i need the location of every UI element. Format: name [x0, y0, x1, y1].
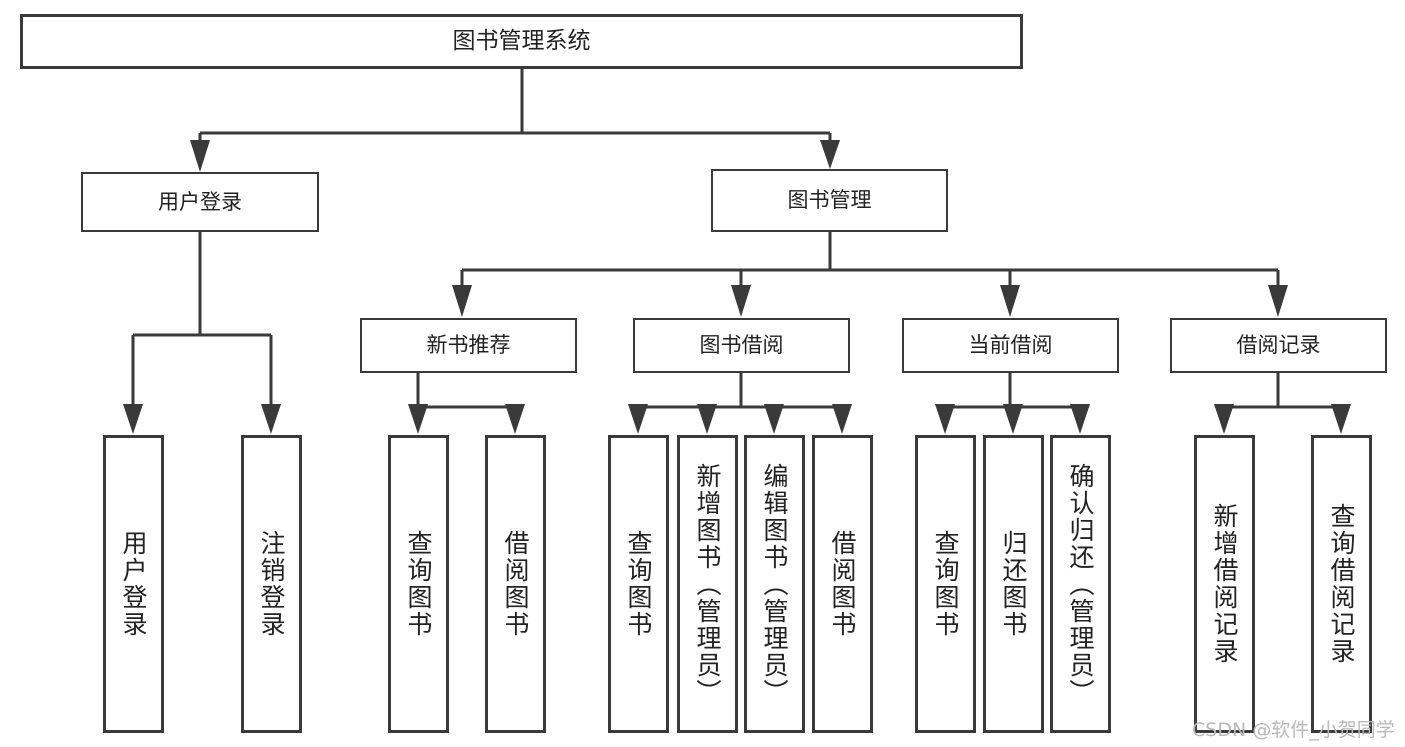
leaf-borrow-record-query[interactable]: 查询借阅记录 [1311, 435, 1372, 733]
leaf-new-book-borrow[interactable]: 借阅图书 [485, 435, 546, 733]
node-user-login-label: 用户登录 [158, 189, 242, 214]
leaf-borrow-record-query-label: 查询借阅记录 [1327, 503, 1356, 665]
leaf-current-borrow-return[interactable]: 归还图书 [983, 435, 1044, 733]
leaf-current-borrow-confirm-label: 确认归还（管理员） [1066, 462, 1095, 706]
leaf-new-book-borrow-label: 借阅图书 [501, 530, 530, 638]
leaf-user-login-login[interactable]: 用户登录 [103, 435, 164, 733]
node-root-label: 图书管理系统 [452, 28, 591, 55]
node-user-login[interactable]: 用户登录 [81, 172, 319, 232]
node-book-borrow-label: 图书借阅 [699, 333, 784, 358]
leaf-new-book-query[interactable]: 查询图书 [388, 435, 449, 733]
leaf-borrow-record-add[interactable]: 新增借阅记录 [1194, 435, 1255, 733]
leaf-current-borrow-query[interactable]: 查询图书 [915, 435, 976, 733]
leaf-current-borrow-confirm[interactable]: 确认归还（管理员） [1050, 435, 1111, 733]
node-new-book-recommend-label: 新书推荐 [426, 333, 511, 358]
node-book-management[interactable]: 图书管理 [711, 169, 948, 232]
node-book-borrow[interactable]: 图书借阅 [633, 318, 850, 373]
leaf-new-book-query-label: 查询图书 [404, 530, 433, 638]
csdn-watermark: CSDN @软件_小贺同学 [1192, 719, 1395, 741]
node-book-management-label: 图书管理 [787, 188, 872, 213]
leaf-book-borrow-edit[interactable]: 编辑图书（管理员） [744, 435, 805, 733]
node-borrow-record-label: 借阅记录 [1236, 333, 1321, 358]
leaf-user-login-logout[interactable]: 注销登录 [241, 435, 302, 733]
node-root[interactable]: 图书管理系统 [20, 14, 1023, 69]
leaf-book-borrow-add[interactable]: 新增图书（管理员） [677, 435, 738, 733]
leaf-current-borrow-query-label: 查询图书 [931, 530, 960, 638]
node-new-book-recommend[interactable]: 新书推荐 [360, 318, 577, 373]
leaf-book-borrow-add-label: 新增图书（管理员） [693, 462, 722, 706]
leaf-book-borrow-query-label: 查询图书 [624, 530, 653, 638]
leaf-borrow-record-add-label: 新增借阅记录 [1210, 503, 1239, 665]
node-borrow-record[interactable]: 借阅记录 [1170, 318, 1387, 373]
leaf-book-borrow-edit-label: 编辑图书（管理员） [760, 462, 789, 706]
leaf-user-login-logout-label: 注销登录 [257, 530, 286, 638]
leaf-book-borrow-query[interactable]: 查询图书 [608, 435, 669, 733]
leaf-book-borrow-borrow-label: 借阅图书 [828, 530, 857, 638]
node-current-borrow-label: 当前借阅 [968, 333, 1053, 358]
leaf-book-borrow-borrow[interactable]: 借阅图书 [812, 435, 873, 733]
leaf-user-login-login-label: 用户登录 [119, 530, 148, 638]
node-current-borrow[interactable]: 当前借阅 [902, 318, 1119, 373]
leaf-current-borrow-return-label: 归还图书 [999, 530, 1028, 638]
